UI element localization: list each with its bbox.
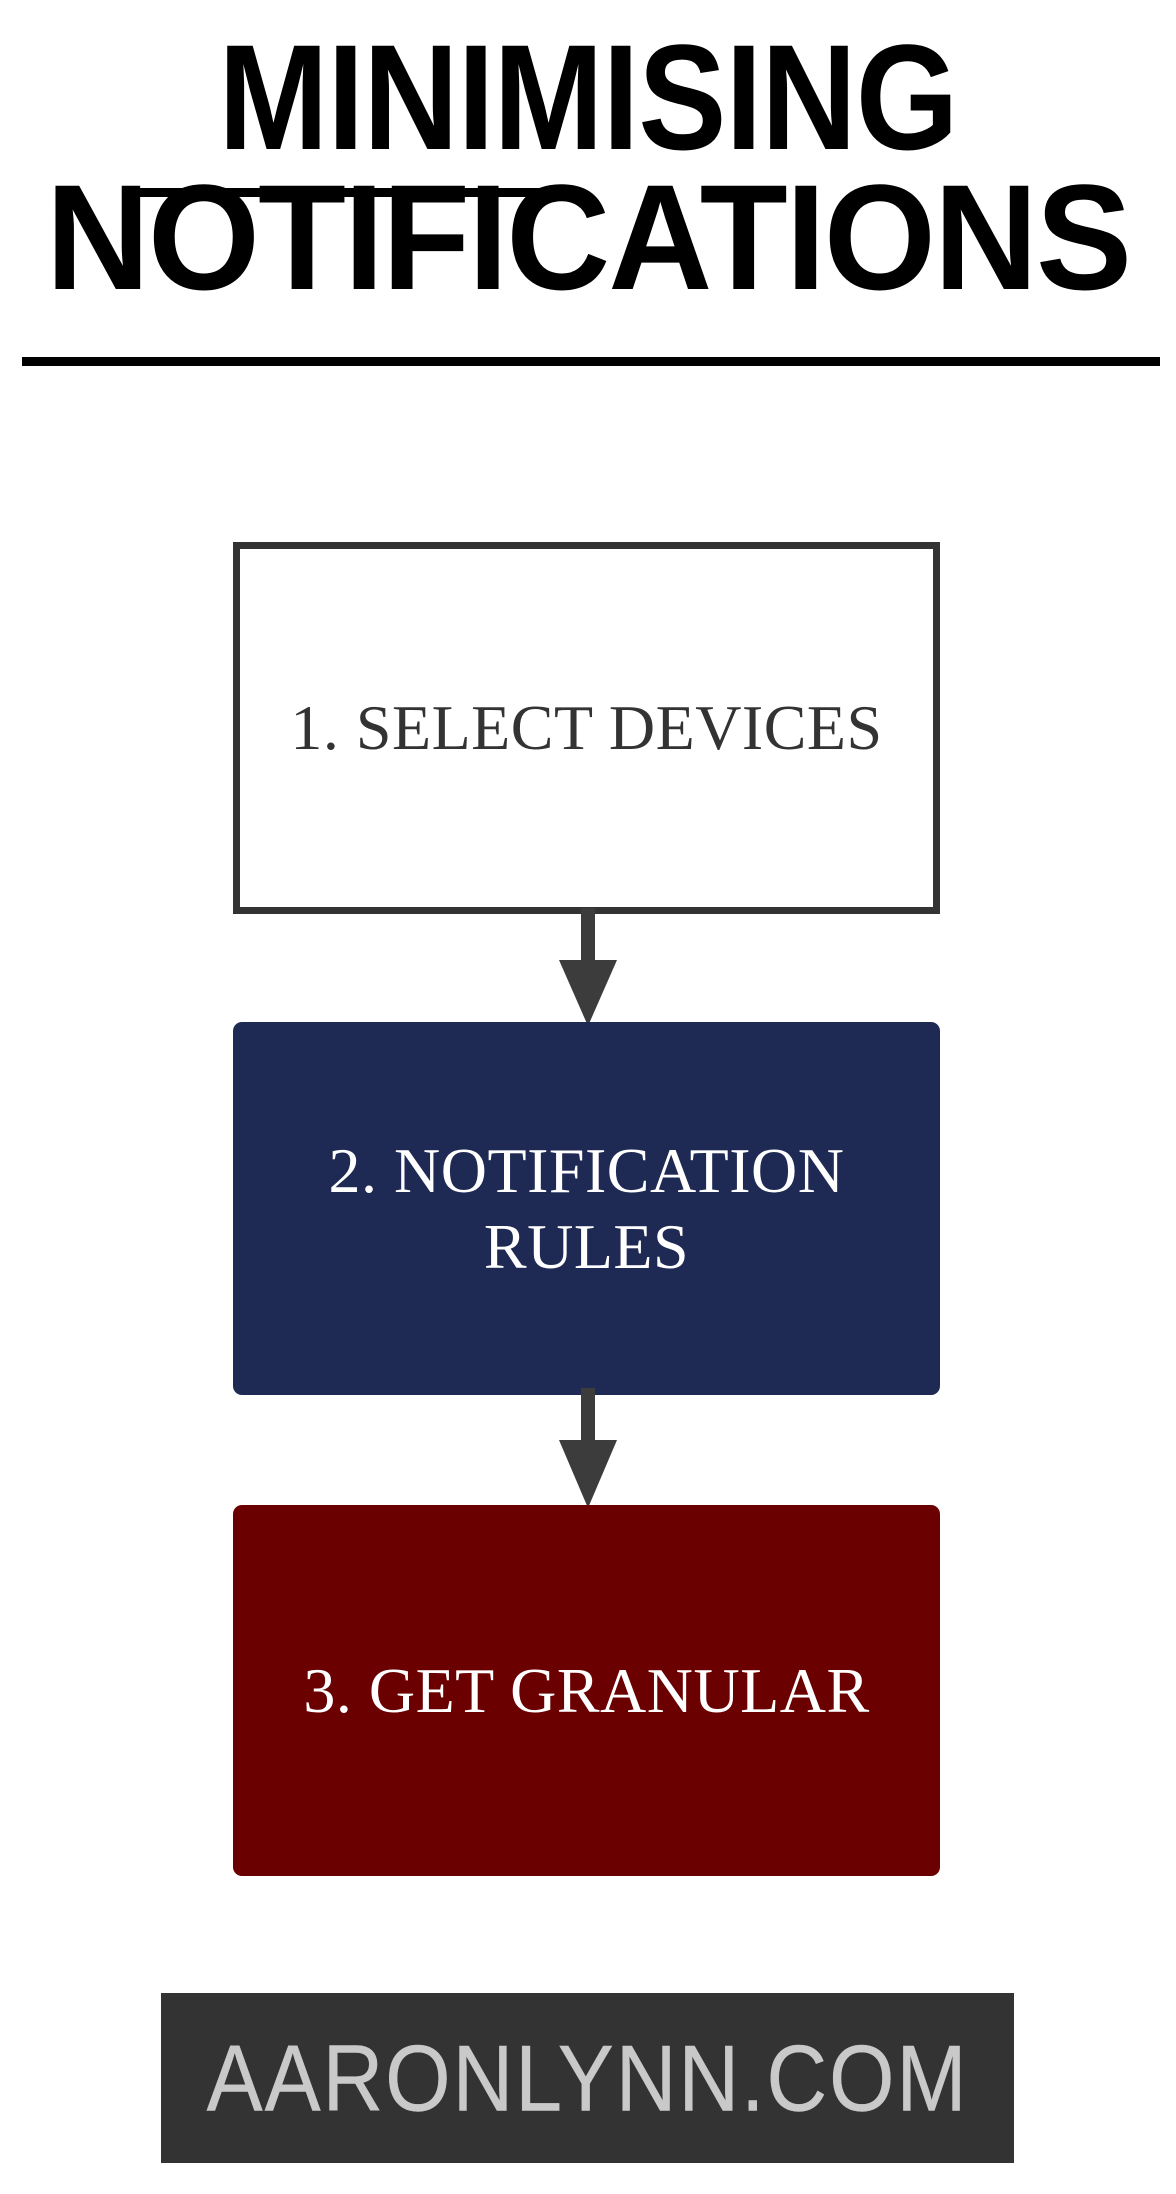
footer-branding-bar: AARONLYNN.COM bbox=[161, 1993, 1014, 2163]
flow-step-select-devices: 1. SELECT DEVICES bbox=[233, 542, 940, 914]
flow-step-notification-rules: 2. NOTIFICATION RULES bbox=[233, 1022, 940, 1395]
flow-connector-arrow-2 bbox=[559, 1388, 617, 1508]
flow-connector-arrow-1 bbox=[559, 908, 617, 1026]
flow-step-get-granular: 3. GET GRANULAR bbox=[233, 1505, 940, 1876]
page-title-line-1-text: MINIMISING bbox=[218, 13, 958, 181]
page-title-underline-2 bbox=[22, 357, 1160, 366]
flow-step-2-label: 2. NOTIFICATION RULES bbox=[328, 1134, 845, 1282]
page-title-underline-1 bbox=[138, 188, 570, 197]
page-title-line-1: MINIMISING bbox=[0, 22, 1176, 172]
footer-website-text: AARONLYNN.COM bbox=[206, 2025, 969, 2131]
page-title-line-2-text: NOTIFICATIONS bbox=[45, 153, 1132, 321]
flow-step-3-label: 3. GET GRANULAR bbox=[303, 1654, 870, 1726]
page-title-line-2: NOTIFICATIONS bbox=[0, 162, 1176, 312]
flow-step-1-label: 1. SELECT DEVICES bbox=[290, 692, 883, 764]
